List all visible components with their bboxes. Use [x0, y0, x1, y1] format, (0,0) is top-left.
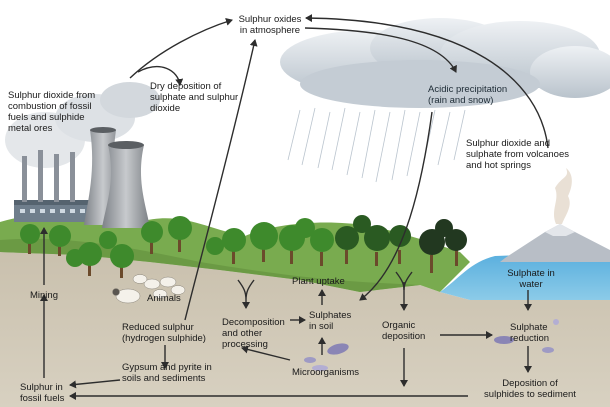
label-mining: Mining — [30, 290, 58, 301]
label-sulphates-in-soil: Sulphates in soil — [309, 310, 352, 332]
rain-cloud — [280, 18, 610, 108]
cooling-towers — [84, 127, 150, 228]
label-dry-deposition: Dry deposition of sulphate and sulphur d… — [150, 81, 239, 114]
label-sulphate-in-water: Sulphate in water — [507, 268, 555, 290]
label-so2-volcanoes: Sulphur dioxide and sulphate from volcan… — [466, 138, 569, 171]
microorganism-icons — [304, 319, 559, 371]
label-plant-uptake: Plant uptake — [292, 276, 345, 287]
label-so2-combustion: Sulphur dioxide from combustion of fossi… — [8, 90, 96, 134]
factory — [14, 150, 96, 222]
sheep — [112, 274, 186, 304]
label-organic-deposition: Organic deposition — [382, 320, 426, 342]
label-deposition-of-sulphides: Deposition of sulphides to sediment — [484, 378, 576, 400]
label-acidic-precipitation: Acidic precipitation (rain and snow) — [428, 84, 508, 106]
rain — [287, 107, 466, 183]
flow-arrows — [40, 14, 549, 400]
label-animals: Animals — [147, 293, 181, 304]
label-sulphate-reduction: Sulphate reduction — [510, 322, 550, 344]
merge-symbols — [237, 271, 413, 309]
ocean — [440, 252, 610, 300]
label-sulphur-in-fossil-fuels: Sulphur in fossil fuels — [20, 382, 65, 404]
trees — [20, 215, 467, 278]
label-gypsum-pyrite: Gypsum and pyrite in soils and sediments — [122, 362, 212, 384]
label-decomposition: Decomposition and other processing — [222, 317, 285, 350]
label-sulphur-oxides: Sulphur oxides in atmosphere — [238, 14, 302, 36]
label-microorganisms: Microorganisms — [292, 367, 360, 378]
label-reduced-sulphur: Reduced sulphur (hydrogen sulphide) — [122, 322, 206, 344]
soil-layer — [0, 250, 610, 407]
volcano — [500, 224, 610, 262]
